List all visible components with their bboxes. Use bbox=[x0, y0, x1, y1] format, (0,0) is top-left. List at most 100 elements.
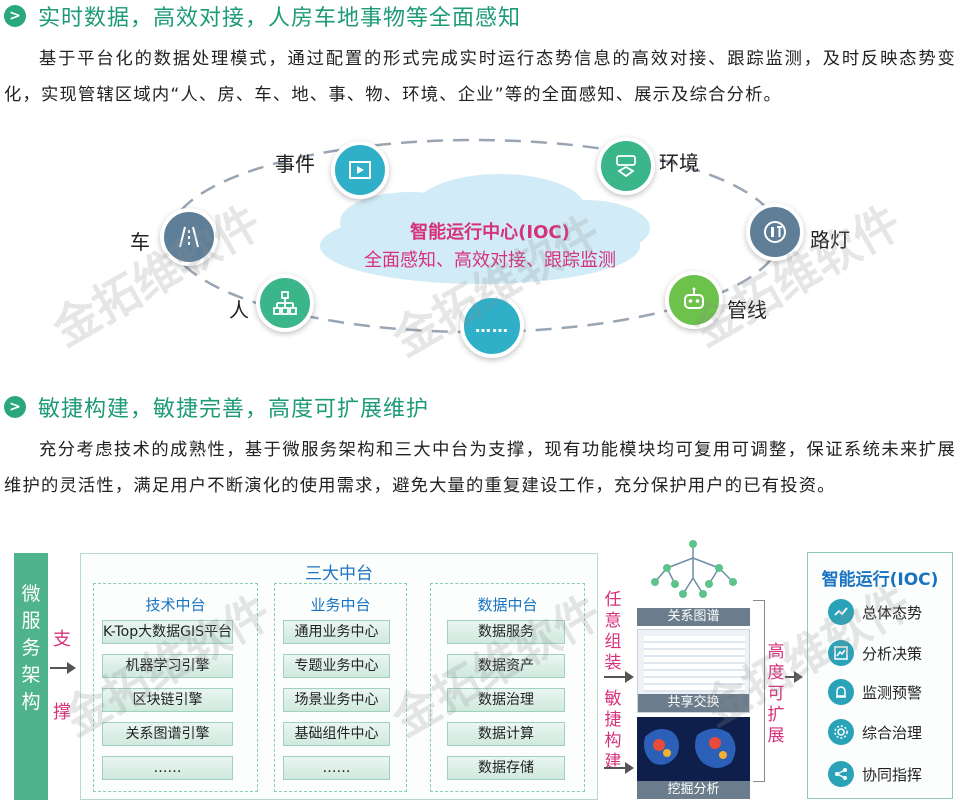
alarm-icon bbox=[828, 679, 854, 705]
arbitrary-assembly-label: 任 意 组 装 bbox=[604, 590, 622, 674]
section1-paragraph: 基于平台化的数据处理模式，通过配置的形式完成实时运行态势信息的高效对接、跟踪监测… bbox=[4, 49, 956, 105]
section2-paragraph: 充分考虑技术的成熟性，基于微服务架构和三大中台为支撑，现有功能模块均可复用可调整… bbox=[4, 440, 956, 496]
business-platform-title: 业务中台 bbox=[310, 596, 371, 614]
ioc-title: 智能运行(IOC) bbox=[821, 570, 939, 590]
tech-platform-column: 技术中台 K-Top大数据GIS平台 机器学习引擎 区块链引擎 关系图谱引擎 …… bbox=[93, 583, 258, 792]
label-char: 意 bbox=[604, 611, 622, 631]
ioc-item-governance: 综合治理 bbox=[828, 719, 922, 745]
label-char: 展 bbox=[767, 726, 785, 746]
business-item: 通用业务中心 bbox=[283, 620, 390, 644]
road-icon bbox=[179, 226, 199, 248]
microservice-char: 微 bbox=[21, 583, 41, 605]
streetlight-node bbox=[746, 203, 804, 261]
section1-title: 实时数据，高效对接，人房车地事物等全面感知 bbox=[38, 6, 522, 31]
microservice-char: 务 bbox=[21, 637, 41, 659]
environment-node bbox=[597, 137, 655, 195]
streetlight-icon bbox=[764, 221, 786, 243]
high-extensibility-label: 高 度 可 扩 展 bbox=[767, 642, 785, 747]
data-item: 数据资产 bbox=[447, 654, 565, 678]
data-item: 数据存储 bbox=[447, 756, 565, 780]
section1-header: > 实时数据，高效对接，人房车地事物等全面感知 bbox=[4, 2, 522, 31]
data-item: 数据治理 bbox=[447, 688, 565, 712]
tech-item: 机器学习引擎 bbox=[102, 654, 233, 678]
ring-center-subtitle: 全面感知、高效对接、跟踪监测 bbox=[364, 250, 616, 271]
shared-exchange-label: 共享交换 bbox=[638, 694, 749, 712]
event-node bbox=[331, 141, 389, 199]
ioc-item-command: 协同指挥 bbox=[828, 761, 922, 787]
tech-item: K-Top大数据GIS平台 bbox=[102, 620, 233, 644]
ioc-item-alarm: 监测预警 bbox=[828, 679, 922, 705]
relation-graph-label: 关系图谱 bbox=[637, 608, 750, 626]
video-icon bbox=[349, 161, 371, 179]
label-char: 装 bbox=[604, 653, 622, 673]
microservice-char: 构 bbox=[21, 691, 41, 713]
assembly-arrow bbox=[604, 671, 634, 683]
network-icon bbox=[273, 291, 297, 315]
tech-item: 关系图谱引擎 bbox=[102, 722, 233, 746]
label-char: 可 bbox=[767, 684, 785, 704]
robot-icon bbox=[684, 287, 704, 309]
shared-exchange-panel: 共享交换 bbox=[637, 629, 750, 713]
trend-icon bbox=[828, 599, 854, 625]
label-char: 高 bbox=[767, 642, 785, 662]
tech-item: …… bbox=[102, 756, 233, 780]
environment-label: 环境 bbox=[659, 151, 699, 175]
relation-graph-panel: 关系图谱 bbox=[637, 538, 750, 626]
pipeline-node bbox=[665, 271, 723, 329]
label-char: 构 bbox=[604, 731, 622, 751]
rfid-icon bbox=[616, 155, 636, 178]
data-item: 数据计算 bbox=[447, 722, 565, 746]
data-platform-title: 数据中台 bbox=[477, 596, 538, 614]
business-item: …… bbox=[283, 756, 390, 780]
microservice-bar: 微 服 务 架 构 bbox=[14, 553, 48, 800]
ioc-item-label: 监测预警 bbox=[862, 683, 923, 702]
tech-item: 区块链引擎 bbox=[102, 688, 233, 712]
microservice-char: 架 bbox=[21, 664, 41, 686]
tech-platform-title: 技术中台 bbox=[145, 596, 206, 614]
section2-header: > 敏捷构建，敏捷完善，高度可扩展维护 bbox=[4, 393, 429, 422]
three-platforms-title: 三大中台 bbox=[305, 564, 373, 584]
ioc-item-decision: 分析决策 bbox=[828, 640, 922, 666]
agile-build-label: 敏 捷 构 建 bbox=[604, 689, 622, 773]
label-char: 任 bbox=[604, 590, 622, 610]
three-platforms-box: 三大中台 技术中台 K-Top大数据GIS平台 机器学习引擎 区块链引擎 关系图… bbox=[80, 553, 598, 800]
support-arrow bbox=[50, 662, 76, 674]
person-label: 人 bbox=[229, 298, 249, 322]
label-char: 扩 bbox=[767, 705, 785, 725]
ring-ellipse bbox=[168, 138, 782, 334]
chart-icon bbox=[828, 640, 854, 666]
support-char-1: 支 bbox=[53, 629, 71, 650]
chevron-right-icon: > bbox=[4, 396, 26, 418]
share-icon bbox=[828, 761, 854, 787]
label-char: 度 bbox=[767, 663, 785, 683]
vehicle-node bbox=[160, 208, 218, 266]
mining-analysis-label: 挖掘分析 bbox=[637, 781, 750, 799]
business-item: 基础组件中心 bbox=[283, 722, 390, 746]
mining-analysis-panel: 挖掘分析 bbox=[637, 717, 750, 799]
ioc-box: 智能运行(IOC) 总体态势 分析决策 监测预警 综合治理 协同指挥 bbox=[807, 552, 953, 799]
ring-center-title: 智能运行中心(IOC) bbox=[410, 222, 570, 243]
label-char: 敏 bbox=[604, 689, 622, 709]
ioc-item-label: 分析决策 bbox=[862, 644, 923, 663]
extension-bracket bbox=[753, 600, 765, 782]
cloud-shape bbox=[320, 174, 650, 284]
ioc-item-label: 协同指挥 bbox=[862, 765, 923, 784]
data-platform-column: 数据中台 数据服务 数据资产 数据治理 数据计算 数据存储 bbox=[430, 583, 585, 792]
ioc-item-label: 总体态势 bbox=[862, 603, 923, 622]
label-char: 建 bbox=[604, 752, 622, 772]
label-char: 组 bbox=[604, 632, 622, 652]
table-screenshot bbox=[644, 636, 745, 692]
ioc-item-overall: 总体态势 bbox=[828, 599, 922, 625]
ioc-ring-diagram: 智能运行中心(IOC) 全面感知、高效对接、跟踪监测 事件 环境 车 路灯 人 … bbox=[0, 130, 960, 370]
pipeline-label: 管线 bbox=[727, 298, 767, 322]
microservice-char: 服 bbox=[21, 610, 41, 632]
extension-arrow bbox=[785, 671, 803, 683]
data-item: 数据服务 bbox=[447, 620, 565, 644]
business-item: 场景业务中心 bbox=[283, 688, 390, 712]
streetlight-label: 路灯 bbox=[810, 228, 850, 252]
person-node bbox=[256, 274, 314, 332]
event-label: 事件 bbox=[275, 152, 315, 176]
gear-icon bbox=[828, 719, 854, 745]
business-platform-column: 业务中台 通用业务中心 专题业务中心 场景业务中心 基础组件中心 …… bbox=[274, 583, 407, 792]
more-icon: …… bbox=[475, 316, 509, 336]
